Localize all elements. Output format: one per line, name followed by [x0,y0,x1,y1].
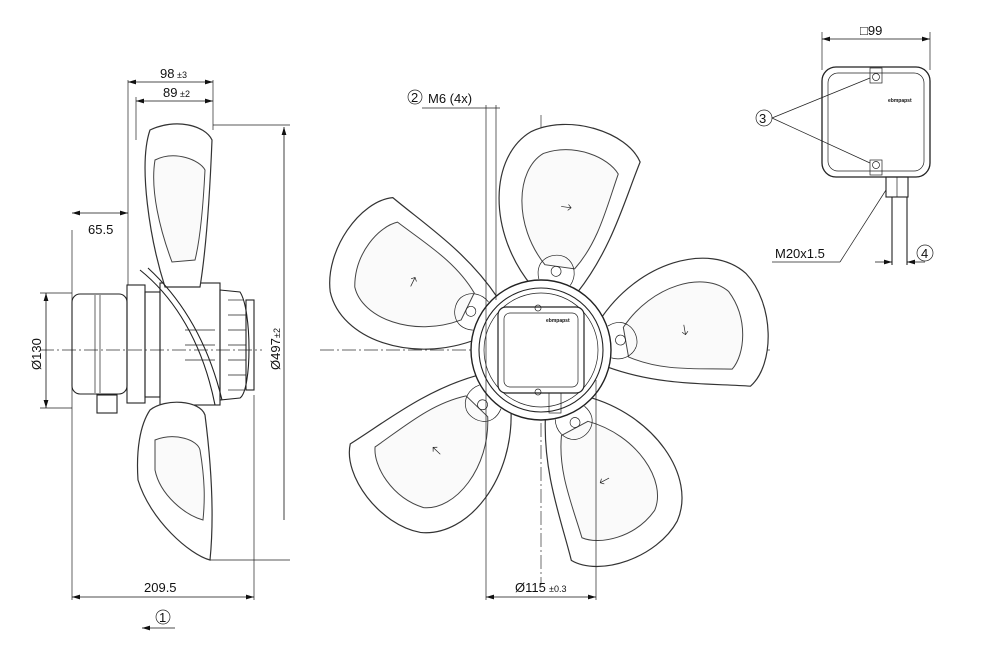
callout-circle-2 [407,89,423,105]
callout-mount: 2 [411,90,418,105]
dim-bolt-circle: Ø115 [515,580,546,595]
dim-total-length: 209.5 [144,580,177,595]
front-logo: ebmpapst [546,318,570,324]
callout-circle-4 [916,244,934,262]
terminal-box [821,66,931,178]
dim-blade-width: 89 [163,85,177,100]
callout-airflow: 1 [159,610,166,625]
callout-cable: 4 [921,246,928,261]
cable-gland-side [96,394,118,414]
mount-label: M6 (4x) [428,91,472,106]
dim-blade-width-tol: ±2 [180,89,190,99]
dim-box-size: □99 [860,23,882,38]
screw-top [869,67,883,84]
side-view: 98 ±3 89 ±2 65.5 Ø130 Ø497 ±2 209.5 1 [29,66,290,631]
screw-bottom [869,159,883,176]
callout-circle-1 [155,609,171,625]
dim-overall-width: 98 [160,66,174,81]
terminal-box-detail: □99 ebmpapst 3 M20x1.5 4 [755,23,934,265]
terminal-box-side [71,293,128,395]
blade [590,247,779,411]
terminal-box-front [497,306,585,394]
dim-fan-diameter-tol: ±2 [272,328,282,338]
callout-screws: 3 [759,111,766,126]
dim-box-offset: 65.5 [88,222,113,237]
dim-overall-width-tol: ±3 [177,70,187,80]
box-logo: ebmpapst [888,98,912,104]
dim-fan-diameter: Ø497 [268,338,283,370]
dim-box-diameter: Ø130 [29,338,44,370]
impeller-blades: ebmpapst [307,115,779,586]
dim-bolt-circle-tol: ±0.3 [549,584,566,594]
gland-label: M20x1.5 [775,246,825,261]
front-view: ebmpapst 2 M6 (4x) Ø115 ±0.3 [307,89,779,600]
blade [485,115,645,300]
